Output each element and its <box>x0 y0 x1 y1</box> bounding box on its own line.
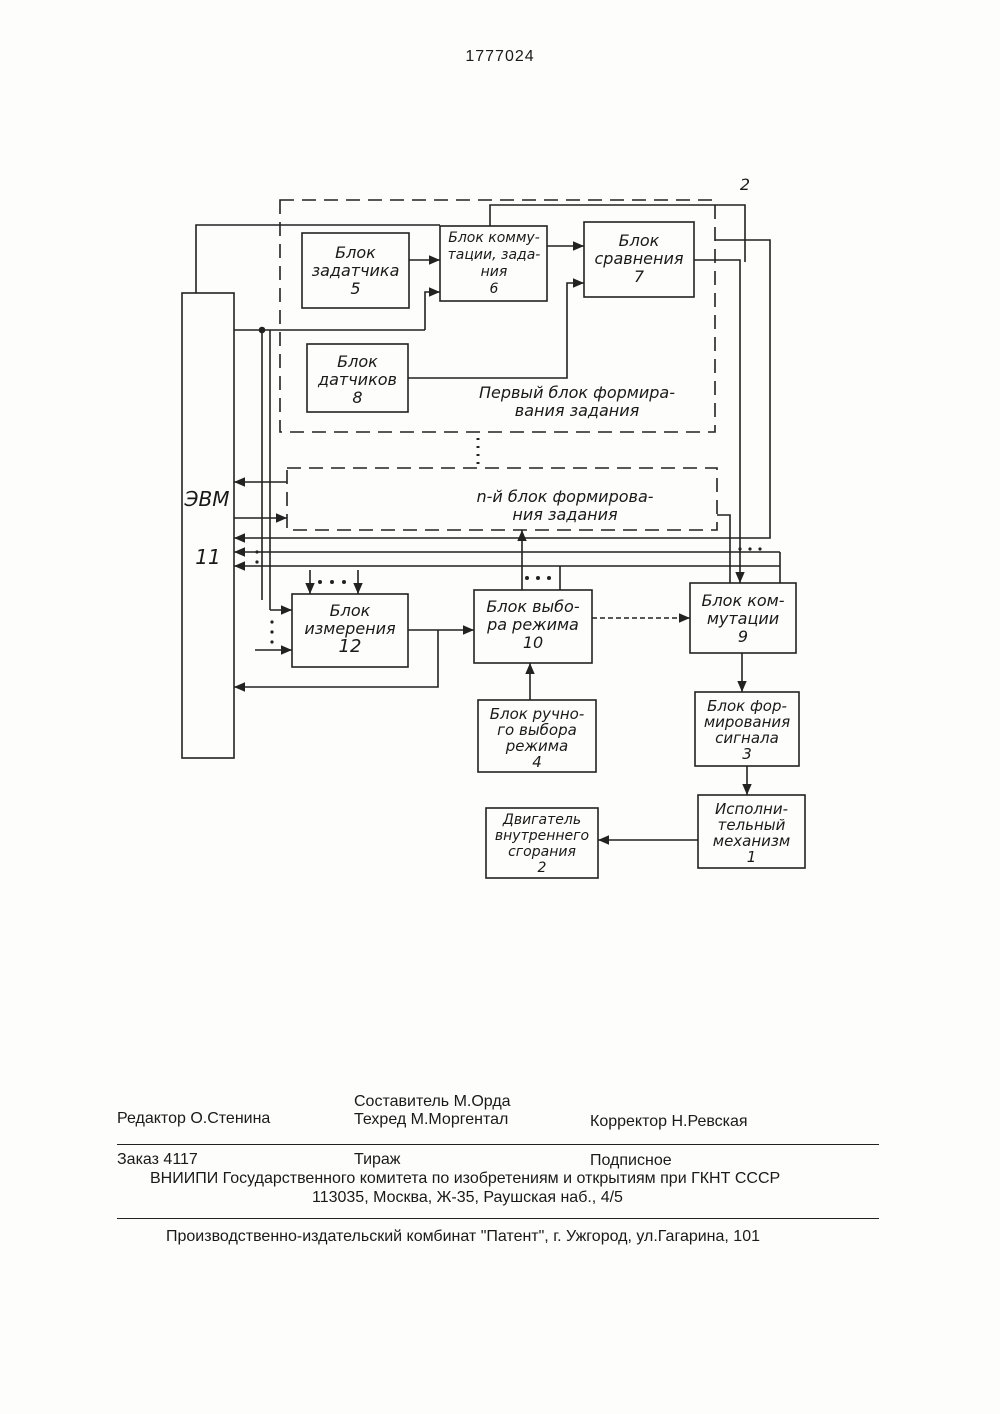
compare-block: Блок сравнения 7 <box>584 232 694 286</box>
commutation-block: Блок ком- мутации 9 <box>690 592 796 646</box>
engine-label-2: внутреннего <box>486 828 598 844</box>
compare-label-1: Блок <box>584 232 694 250</box>
plant-line: Производственно-издательский комбинат "П… <box>166 1228 760 1246</box>
engine-label-1: Двигатель <box>486 812 598 828</box>
actuator-number: 1 <box>698 849 805 865</box>
editor-credit: Редактор О.Стенина <box>117 1110 270 1128</box>
sensors-label-2: датчиков <box>307 371 408 389</box>
setter-label-1: Блок <box>302 244 409 262</box>
sensors-block: Блок датчиков 8 <box>307 353 408 407</box>
groupn-label-2: ния задания <box>440 506 690 524</box>
manual-mode-number: 4 <box>478 754 596 770</box>
manual-mode-label-2: го выбора <box>478 722 596 738</box>
actuator-label-1: Исполни- <box>698 801 805 817</box>
manual-mode-block: Блок ручно- го выбора режима 4 <box>478 706 596 770</box>
signal-form-label-3: сигнала <box>695 730 799 746</box>
actuator-label-2: тельный <box>698 817 805 833</box>
vniipi-line: ВНИИПИ Государственного комитета по изоб… <box>150 1170 780 1188</box>
order-number: Заказ 4117 <box>117 1151 198 1169</box>
mode-select-label-2: ра режима <box>474 616 592 634</box>
manual-mode-label-1: Блок ручно- <box>478 706 596 722</box>
engine-block: Двигатель внутреннего сгорания 2 <box>486 812 598 876</box>
mode-select-label-1: Блок выбо- <box>474 598 592 616</box>
computer-number: 11 <box>180 548 236 566</box>
measure-number: 12 <box>292 638 408 656</box>
address-line: 113035, Москва, Ж-35, Раушская наб., 4/5 <box>312 1189 623 1207</box>
group1-label: Первый блок формира- вания задания <box>462 384 692 420</box>
sensors-number: 8 <box>307 389 408 407</box>
groupn-label-1: n-й блок формирова- <box>440 488 690 506</box>
compare-label-2: сравнения <box>584 250 694 268</box>
signal-form-label-2: мирования <box>695 714 799 730</box>
setter-number: 5 <box>302 280 409 298</box>
mode-select-number: 10 <box>474 634 592 652</box>
actuator-label-3: механизм <box>698 833 805 849</box>
signal-form-number: 3 <box>695 746 799 762</box>
switch-task-label-1: Блок комму- <box>438 230 550 247</box>
group1-label-2: вания задания <box>462 402 692 420</box>
groupn-label: n-й блок формирова- ния задания <box>440 488 690 524</box>
switch-task-label-3: ния <box>438 264 550 281</box>
compare-number: 7 <box>584 268 694 286</box>
techred-credit: Техред М.Моргентал <box>354 1111 508 1129</box>
manual-mode-label-3: режима <box>478 738 596 754</box>
setter-label-2: задатчика <box>302 262 409 280</box>
switch-task-label-2: тации, зада- <box>438 247 550 264</box>
commutation-label-1: Блок ком- <box>690 592 796 610</box>
subscription-label: Подписное <box>590 1152 672 1170</box>
group-number-label: 2 <box>735 176 755 194</box>
switch-task-block: Блок комму- тации, зада- ния 6 <box>438 230 550 298</box>
mode-select-block: Блок выбо- ра режима 10 <box>474 598 592 652</box>
measure-block: Блок измерения 12 <box>292 602 408 656</box>
compiler-credit: Составитель М.Орда <box>354 1093 511 1111</box>
commutation-label-2: мутации <box>690 610 796 628</box>
setter-block: Блок задатчика 5 <box>302 244 409 298</box>
computer-box <box>182 293 234 758</box>
signal-form-block: Блок фор- мирования сигнала 3 <box>695 698 799 762</box>
divider-top <box>117 1144 879 1145</box>
switch-task-number: 6 <box>438 281 550 298</box>
engine-number: 2 <box>486 860 598 876</box>
divider-bottom <box>117 1218 879 1219</box>
commutation-number: 9 <box>690 628 796 646</box>
group1-label-1: Первый блок формира- <box>462 384 692 402</box>
sensors-label-1: Блок <box>307 353 408 371</box>
engine-label-3: сгорания <box>486 844 598 860</box>
circulation-label: Тираж <box>354 1151 401 1169</box>
actuator-block: Исполни- тельный механизм 1 <box>698 801 805 865</box>
signal-form-label-1: Блок фор- <box>695 698 799 714</box>
computer-label: ЭВМ <box>174 490 240 508</box>
corrector-credit: Корректор Н.Ревская <box>590 1113 748 1131</box>
measure-label-1: Блок <box>292 602 408 620</box>
